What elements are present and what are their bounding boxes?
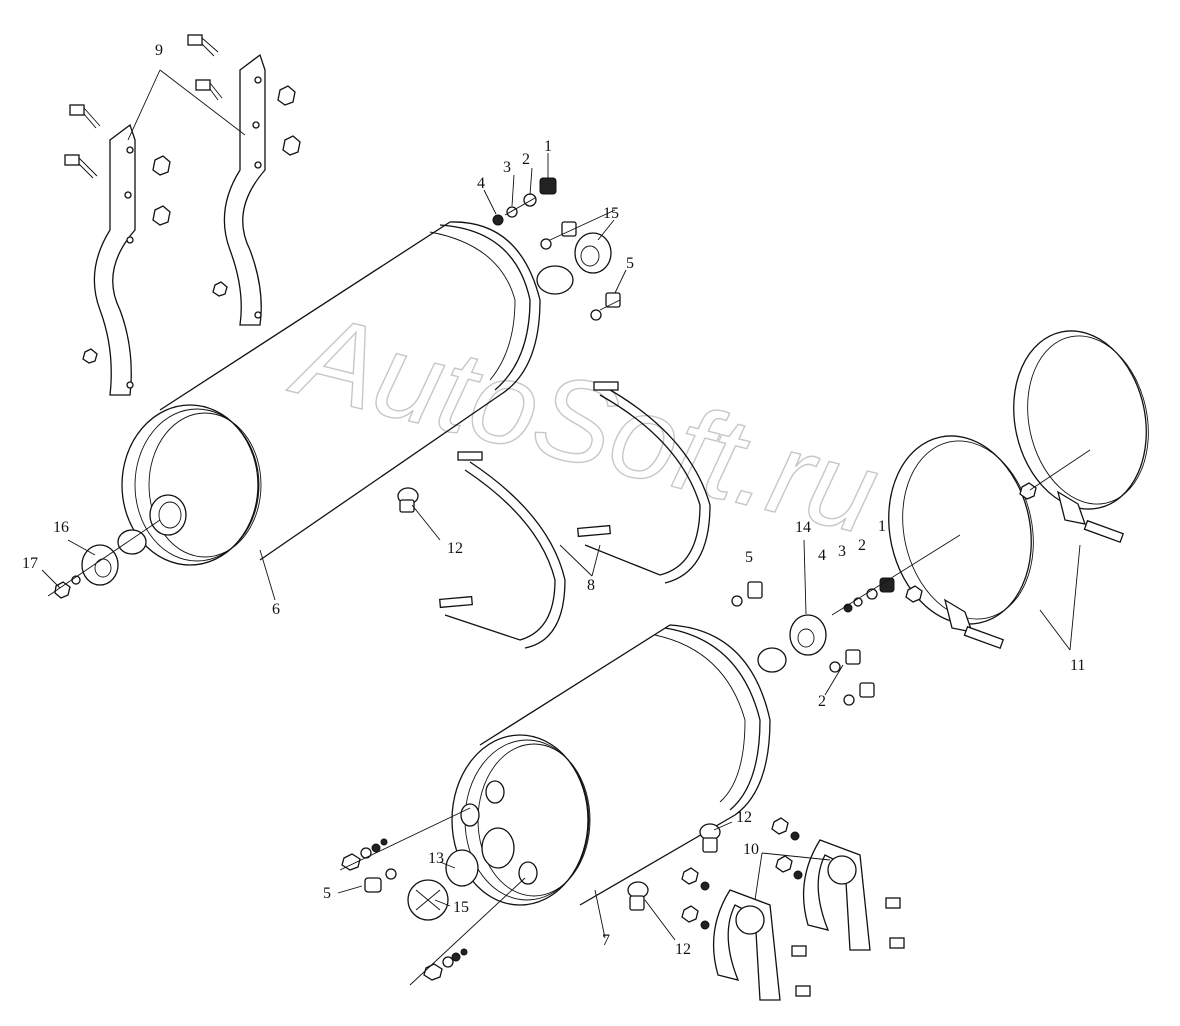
callout-1b: 1: [878, 518, 886, 535]
callout-3a: 3: [503, 159, 511, 176]
drain-valves-lower: [627, 823, 721, 911]
callout-5c: 5: [323, 885, 331, 902]
lower-air-tank: [451, 624, 771, 906]
lower-mounting-brackets: [681, 817, 905, 1001]
callout-4a: 4: [477, 175, 485, 192]
lower-straps: [888, 330, 1149, 650]
callout-12a: 12: [447, 540, 463, 557]
callout-9: 9: [155, 42, 163, 59]
callout-7: 7: [602, 932, 610, 949]
callout-4b: 4: [818, 547, 826, 564]
callout-5a: 5: [626, 255, 634, 272]
callout-13: 13: [428, 850, 444, 867]
callout-10: 10: [743, 841, 759, 858]
callout-15b: 15: [453, 899, 469, 916]
callout-11: 11: [1070, 657, 1085, 674]
callout-2a: 2: [522, 151, 530, 168]
upper-fittings: [492, 177, 621, 321]
callout-17: 17: [22, 555, 38, 572]
callout-1a: 1: [544, 138, 552, 155]
bracket-bolts: [64, 34, 301, 364]
upper-straps: [439, 381, 711, 649]
callout-3b: 3: [838, 543, 846, 560]
callout-12c: 12: [675, 941, 691, 958]
upper-tank-drain: [47, 519, 161, 599]
callout-2c: 2: [818, 693, 826, 710]
callout-14: 14: [795, 519, 811, 536]
callout-6: 6: [272, 601, 280, 618]
leader-lines: [41, 69, 1081, 941]
upper-mounting-brackets: [93, 53, 266, 396]
callout-16: 16: [53, 519, 69, 536]
callout-8: 8: [587, 577, 595, 594]
lower-tank-fittings-left: [339, 807, 526, 986]
upper-air-tank: [121, 221, 541, 566]
drain-valve-upper: [397, 487, 419, 513]
callout-15a: 15: [603, 205, 619, 222]
lower-fittings: [731, 449, 1091, 706]
callout-12b: 12: [736, 809, 752, 826]
callout-labels: 1 2 3 4 15 5 9 16 17 6 12 8 14 5 4 3 2 1…: [22, 42, 1085, 958]
callout-2b: 2: [858, 537, 866, 554]
callout-5b: 5: [745, 549, 753, 566]
